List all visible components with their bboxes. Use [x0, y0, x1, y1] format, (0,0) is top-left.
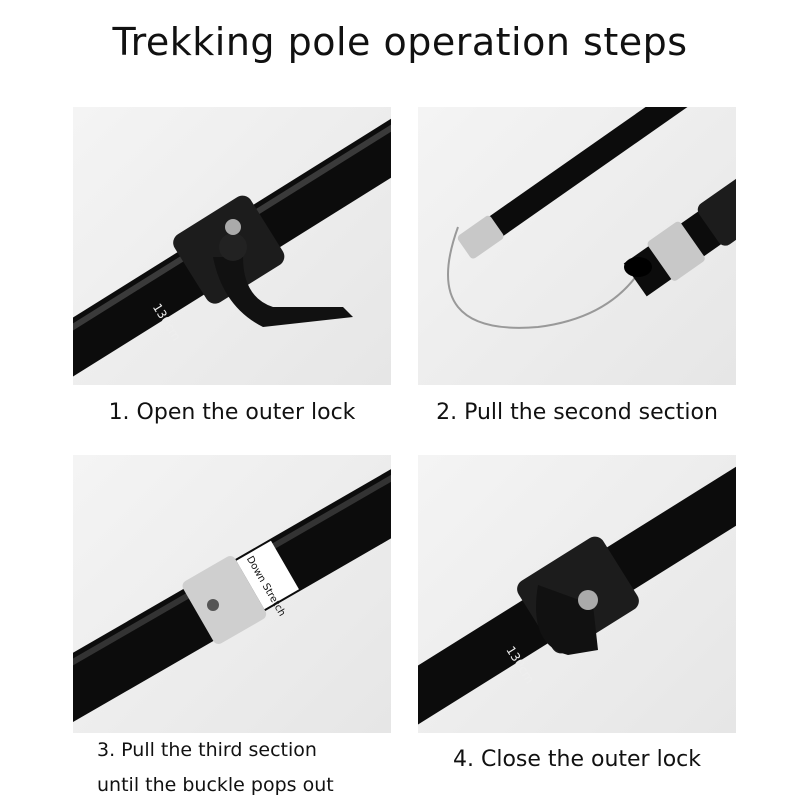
- step-3-caption-line2: until the buckle pops out: [97, 774, 334, 796]
- page-title: Trekking pole operation steps: [112, 20, 688, 64]
- step-3-photo: Down Stretch: [73, 455, 391, 733]
- step-1-caption: 1. Open the outer lock: [108, 400, 356, 425]
- step-3-caption-line1: 3. Pull the third section: [97, 739, 317, 761]
- step-4-caption: 4. Close the outer lock: [452, 747, 701, 772]
- step-4-photo: 130cm: [418, 455, 736, 733]
- step-1-photo: 130cm: [73, 107, 391, 385]
- step-2-photo: [418, 107, 736, 385]
- step-2-caption: 2. Pull the second section: [436, 400, 718, 425]
